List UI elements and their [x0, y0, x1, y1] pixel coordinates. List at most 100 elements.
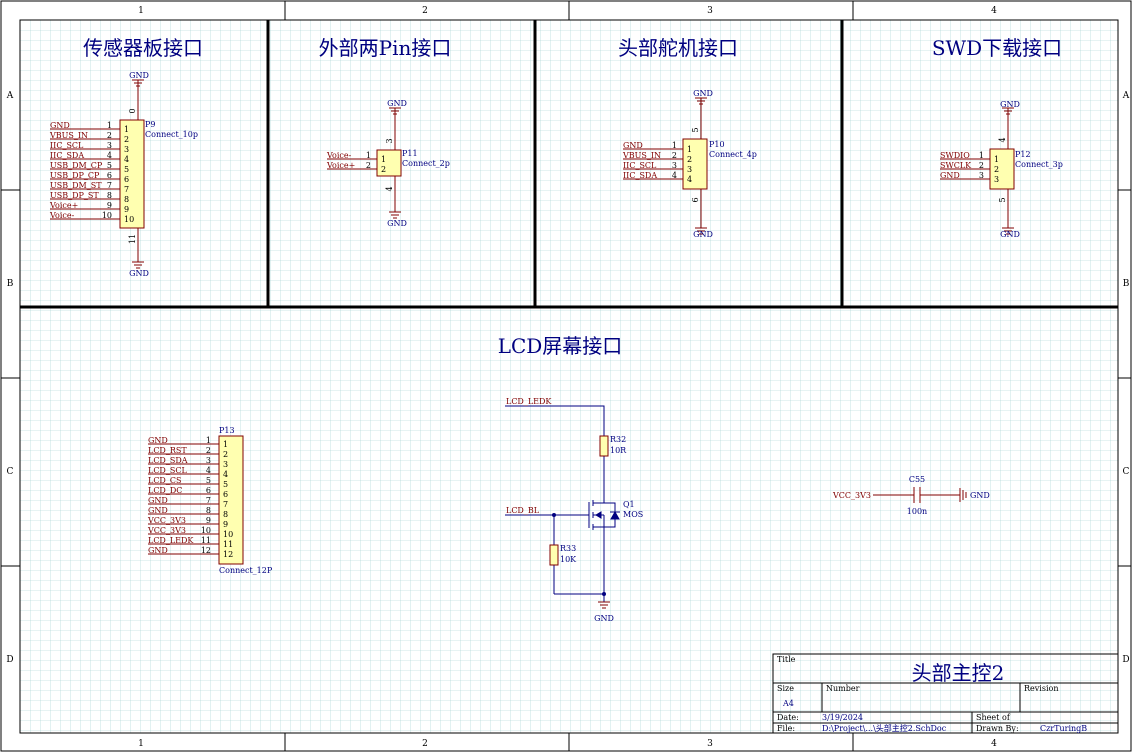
number-label: Number: [826, 684, 860, 693]
net-label: IIC_SCL: [623, 161, 657, 170]
pin-number: 6: [107, 171, 112, 180]
gnd-symbol: [132, 261, 144, 269]
value-r32: 10R: [610, 446, 627, 455]
gnd-label: GND: [387, 99, 407, 108]
net-label: VBUS_IN: [49, 131, 88, 140]
gnd-label: GND: [129, 71, 149, 80]
pin-number-inner: 10: [223, 530, 233, 539]
pin-number: 2: [206, 446, 211, 455]
pin-number-inner: 7: [124, 185, 129, 194]
net-label: VCC_3V3: [147, 526, 186, 535]
row-marker-d: D: [6, 655, 13, 665]
section-title-sensor: 传感器板接口: [83, 36, 203, 60]
net-label: VCC_3V3: [147, 516, 186, 525]
junction-dot: [602, 592, 606, 596]
size-value: A4: [782, 699, 794, 708]
sheet-title: 头部主控2: [912, 661, 1005, 685]
pin-number-inner: 2: [223, 450, 228, 459]
resistor-r33[interactable]: [549, 544, 559, 566]
net-label: Voice-: [326, 151, 352, 160]
net-label: SWCLK: [940, 161, 972, 170]
pin-number: 7: [206, 496, 211, 505]
pin-number-inner: 9: [223, 520, 228, 529]
pin-number: 4: [107, 151, 112, 160]
pin-number: 3: [672, 161, 677, 170]
net-label: Voice+: [49, 201, 78, 210]
column-marker-1-bottom: 1: [138, 739, 144, 749]
gnd-symbol: [1002, 107, 1014, 115]
pin-number-inner: 2: [124, 135, 129, 144]
gnd-label: GND: [387, 219, 407, 228]
pin-number: 3: [979, 171, 984, 180]
resistor-r32[interactable]: [599, 435, 609, 457]
net-label: VBUS_IN: [622, 151, 661, 160]
gnd-symbol: [389, 211, 401, 219]
value-p12: Connect_3p: [1015, 160, 1063, 169]
pin-number-p11-top: 3: [385, 138, 394, 143]
designator-r32: R32: [610, 435, 626, 444]
designator-r33: R33: [560, 544, 576, 553]
section-dividers: [20, 20, 1118, 309]
backlight-driver[interactable]: LCD_LEDK LCD_BL R32 10R R33 10K Q1 MOS G…: [505, 397, 643, 623]
pin-number-p10-top: 5: [691, 127, 700, 132]
pin-number-inner: 12: [223, 550, 233, 559]
gnd-symbol: [1002, 227, 1014, 235]
pin-number-inner: 11: [223, 540, 233, 549]
net-label: LCD_SCL: [148, 466, 187, 475]
section-title-two-pin: 外部两Pin接口: [319, 36, 452, 60]
net-label: GND: [148, 496, 168, 505]
net-label: IIC_SDA: [623, 171, 657, 180]
gnd-label: GND: [693, 230, 713, 239]
connector-p10-body: [682, 138, 708, 190]
pin-number-inner: 2: [994, 165, 999, 174]
pin-number: 5: [206, 476, 211, 485]
net-label: LCD_CS: [148, 476, 181, 485]
net-label-lcd-ledk: LCD_LEDK: [506, 397, 552, 406]
pin-number-p11-bottom: 4: [385, 186, 394, 191]
net-label: GND: [623, 141, 643, 150]
column-marker-4: 4: [991, 6, 997, 16]
pin-number: 3: [206, 456, 211, 465]
net-label: LCD_SDA: [148, 456, 188, 465]
net-label: LCD_RST: [148, 446, 187, 455]
gnd-label: GND: [970, 491, 990, 500]
value-r33: 10K: [560, 555, 577, 564]
row-marker-c: C: [7, 467, 14, 477]
designator-p12: P12: [1015, 150, 1031, 159]
frame-markers: 1 2 3 4 1 2 3 4 A B C D A B C D: [6, 6, 1130, 749]
gnd-symbol: [132, 79, 144, 87]
column-marker-3-bottom: 3: [707, 739, 713, 749]
pin-number-inner: 3: [687, 165, 692, 174]
gnd-label: GND: [594, 614, 614, 623]
column-marker-2-bottom: 2: [422, 739, 428, 749]
designator-q1: Q1: [623, 500, 635, 509]
pin-number: 11: [201, 536, 211, 545]
net-label: GND: [50, 121, 70, 130]
net-label: SWDIO: [940, 151, 970, 160]
title-label: Title: [777, 655, 796, 664]
pin-number-p12-bottom: 5: [998, 197, 1007, 202]
value-p11: Connect_2p: [402, 159, 450, 168]
pin-number-inner: 4: [223, 470, 228, 479]
pin-number-inner: 1: [223, 440, 228, 449]
pin-number-inner: 9: [124, 205, 129, 214]
capacitor-c55[interactable]: VCC_3V3 C55 100n GND: [832, 475, 990, 516]
pin-number: 4: [206, 466, 211, 475]
pin-number-inner: 2: [381, 165, 386, 174]
pin-number: 10: [102, 211, 112, 220]
net-label: IIC_SDA: [50, 151, 84, 160]
of-label: of: [1002, 713, 1011, 722]
mosfet-q1[interactable]: [588, 499, 620, 530]
designator-p9: P9: [145, 120, 155, 129]
pin-number-p9-bottom: 11: [128, 234, 137, 244]
designator-p13: P13: [219, 426, 235, 435]
pin-number: 8: [206, 506, 211, 515]
pin-number: 9: [107, 201, 112, 210]
